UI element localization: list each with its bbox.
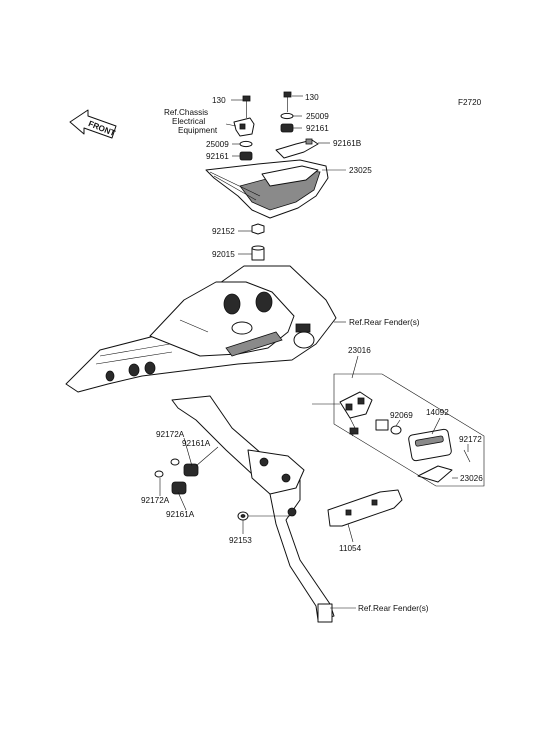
figure-code: F2720: [458, 98, 482, 107]
label-92172: 92172: [459, 435, 482, 444]
license-plate-holder-11054: [327, 489, 403, 527]
label-14092: 14092: [426, 408, 449, 417]
label-92015: 92015: [212, 250, 235, 259]
label-92161A-lower: 92161A: [166, 510, 195, 519]
seat-cowl-23025: [205, 159, 329, 219]
label-23026: 23026: [460, 474, 483, 483]
label-92161-right: 92161: [306, 124, 329, 133]
label-ref-chassis-line1: Ref.Chassis: [164, 108, 208, 117]
label-92172A-lower: 92172A: [141, 496, 170, 505]
label-ref-rear-fender-upper: Ref.Rear Fender(s): [349, 318, 420, 327]
label-92161-left: 92161: [206, 152, 229, 161]
collar-92015: [251, 245, 265, 261]
label-23025: 23025: [349, 166, 372, 175]
grommet-92161A-lower: [171, 481, 187, 495]
washer-25009-left: [239, 140, 253, 148]
front-arrow-icon: FRONT: [69, 109, 117, 139]
label-ref-rear-fender-lower: Ref.Rear Fender(s): [358, 604, 429, 613]
label-130-left: 130: [212, 96, 226, 105]
grommet-92161-left: [239, 151, 253, 161]
label-ref-chassis-line2: Electrical: [172, 117, 205, 126]
label-92172A-upper: 92172A: [156, 430, 185, 439]
rear-fender-cover: [65, 265, 337, 393]
label-25009-right: 25009: [306, 112, 329, 121]
socket-92069: [375, 419, 402, 435]
bracket-92161B: [275, 138, 319, 159]
collar-92153: [237, 511, 249, 521]
label-25009-left: 25009: [206, 140, 229, 149]
bolt-130-right: [283, 91, 292, 112]
grommet-92161A-upper: [183, 463, 199, 477]
label-ref-chassis-line3: Equipment: [178, 126, 218, 135]
nut-92152: [251, 223, 265, 235]
license-bracket-11054-arm: [171, 395, 335, 623]
license-light-box-outline: [333, 373, 485, 487]
screw-92172A-lower: [154, 470, 164, 478]
leader-lines: [159, 95, 469, 609]
grommet-92161-right: [280, 123, 294, 133]
label-92069: 92069: [390, 411, 413, 420]
washer-25009-right: [280, 112, 294, 120]
label-23016: 23016: [348, 346, 371, 355]
label-130-right: 130: [305, 93, 319, 102]
label-92161B: 92161B: [333, 139, 362, 148]
bolt-130-left: [242, 95, 251, 118]
label-92153: 92153: [229, 536, 252, 545]
screw-92172A-upper: [170, 458, 180, 466]
pad-23026: [417, 465, 453, 483]
bracket-ref-chassis: [233, 117, 255, 137]
lens-14092: [408, 428, 452, 462]
label-92152: 92152: [212, 227, 235, 236]
screw-92172: [463, 449, 471, 463]
label-92161A-upper: 92161A: [182, 439, 211, 448]
label-11054: 11054: [339, 544, 362, 553]
license-light-body: [339, 391, 373, 437]
